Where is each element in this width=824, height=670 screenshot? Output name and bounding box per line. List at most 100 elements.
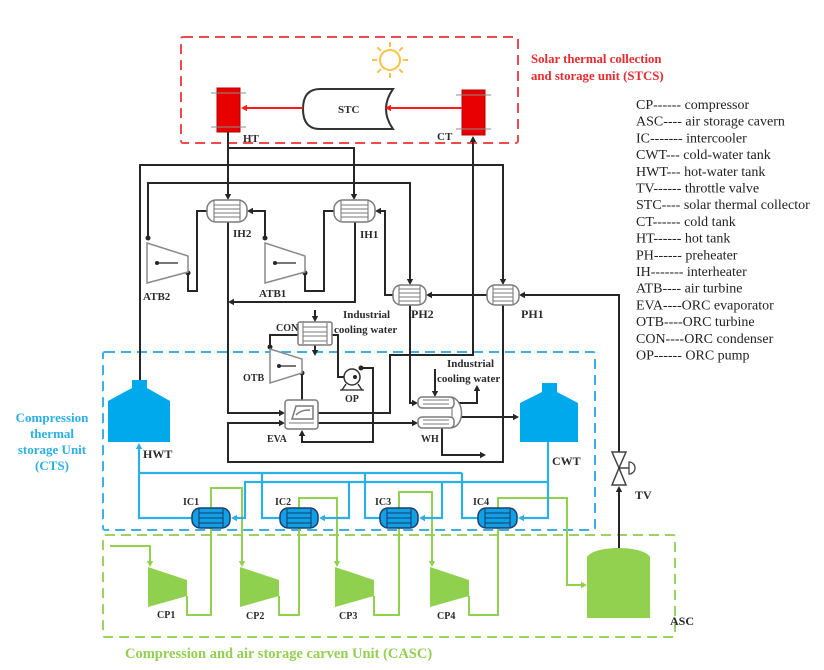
air-storage-cavern: [587, 548, 650, 618]
pipe-cold-water-supply: [235, 480, 548, 520]
legend-item: CT------ cold tank: [636, 215, 736, 230]
arrowhead: [279, 409, 285, 417]
hot-tank-label: HT: [243, 133, 260, 145]
ph1-label: PH1: [521, 307, 544, 321]
compressor-cp4: [430, 567, 469, 607]
pipe-ic2-inlet: [323, 482, 351, 520]
compressor-cp3: [335, 567, 374, 607]
pipe-ht-to-ih1: [228, 147, 355, 196]
op-label: OP: [345, 394, 359, 405]
arrowhead: [350, 194, 358, 200]
arrowhead: [615, 486, 623, 492]
air-turbine-atb1: [264, 241, 306, 284]
atb1-label: ATB1: [259, 288, 286, 300]
legend: CP------ compressor ASC---- air storage …: [636, 98, 810, 364]
arrowhead: [581, 581, 587, 589]
orc-evaporator-eva: [284, 399, 319, 430]
compressor-cp2: [240, 567, 279, 607]
pipe-atb1-outlet-to-ih1: [304, 210, 334, 292]
pipe-ih2-to-atb1: [251, 210, 266, 238]
otb-label: OTB: [243, 373, 264, 384]
arrowhead: [385, 104, 391, 112]
stcs-zone-boundary: [180, 36, 519, 144]
arrowhead: [499, 279, 507, 285]
junction-dot: [358, 365, 364, 371]
pipe-atb2-outlet-to-ih2: [187, 210, 207, 292]
asc-label: ASC: [670, 614, 694, 628]
ph2-label: PH2: [411, 307, 434, 321]
arrowhead: [298, 430, 306, 436]
pipe-ih1-outlet: [232, 222, 356, 303]
junction-dot: [267, 344, 273, 350]
junction-dot: [145, 235, 151, 241]
arrowhead: [480, 451, 486, 459]
legend-item: OP------ ORC pump: [636, 349, 750, 364]
pipe-ph2-to-ih1: [379, 210, 393, 296]
legend-item: CP------ compressor: [636, 98, 749, 113]
arrowhead: [146, 561, 154, 567]
legend-item: CWT--- cold-water tank: [636, 148, 771, 163]
legend-item: ATB---- air turbine: [636, 282, 743, 297]
intercooler-ic2: [279, 507, 319, 529]
pipe-ic2-outlet: [260, 473, 280, 520]
legend-item: CON----ORC condenser: [636, 332, 774, 347]
arrowhead: [431, 391, 439, 397]
cp2-label: CP2: [246, 611, 264, 622]
con-label: CON: [276, 323, 299, 334]
pipe-air-inlet-cp1: [110, 545, 151, 563]
arrowhead: [412, 399, 418, 407]
ic1-label: IC1: [183, 497, 199, 508]
cts-title-line4: (CTS): [35, 458, 69, 473]
pipe-con-to-otb: [269, 334, 298, 346]
legend-item: PH------ preheater: [636, 248, 738, 263]
preheater-ph1: [486, 284, 520, 306]
con-cooling-water-label-line1: Industrial: [343, 309, 390, 321]
con-cooling-water-label-line2: cooling water: [334, 324, 397, 336]
pipe-ih2-outlet-to-eva: [227, 222, 281, 414]
arrowhead: [311, 350, 319, 356]
atb2-label: ATB2: [143, 291, 171, 303]
pipe-tv-to-ph1: [523, 294, 620, 452]
hot-water-tank: [108, 380, 170, 442]
preheater-ph2: [392, 284, 427, 306]
tv-label: TV: [635, 488, 652, 502]
intercooler-ic4: [477, 507, 518, 529]
compressor-cp1: [148, 567, 187, 607]
orc-pump-op: [340, 368, 364, 391]
ic3-label: IC3: [375, 497, 391, 508]
pipe-ic4-outlet: [460, 473, 478, 520]
pipe-cp3-ic3-cp4: [373, 491, 433, 616]
arrowhead: [319, 514, 325, 522]
arrowhead: [406, 279, 414, 285]
cold-tank: [456, 89, 491, 136]
pipe-op-to-eva: [301, 367, 374, 443]
pipe-cp2-ic2-cp3: [278, 497, 338, 616]
cp1-label: CP1: [157, 610, 175, 621]
throttle-valve: [610, 451, 636, 486]
arrowhead: [469, 136, 477, 142]
intercooler-ic1: [191, 507, 231, 529]
ic2-label: IC2: [275, 497, 291, 508]
pipe-ph1-outlet-to-eva: [227, 305, 504, 463]
cold-tank-label: CT: [437, 131, 453, 143]
air-turbine-atb2: [146, 241, 189, 284]
pipe-ic1-to-hwt: [137, 447, 192, 520]
arrowhead: [375, 207, 381, 215]
stc-label: STC: [338, 104, 359, 116]
eva-label: EVA: [267, 434, 288, 445]
arrowhead: [333, 561, 341, 567]
wh-cooling-water-label-line2: cooling water: [437, 373, 500, 385]
pipe-atb2-to-ph2: [147, 182, 411, 281]
pipe-hwt-to-ph1: [139, 164, 504, 381]
legend-item: EVA----ORC evaporator: [636, 298, 774, 313]
intercooler-ic3: [379, 507, 419, 529]
legend-item: HT------ hot tank: [636, 232, 730, 247]
arrowhead: [412, 419, 418, 427]
arrowhead: [419, 514, 425, 522]
pipe-con-to-op: [332, 334, 344, 378]
cwt-label: CWT: [552, 454, 581, 468]
arrowhead: [228, 298, 234, 306]
cp4-label: CP4: [437, 611, 455, 622]
legend-item: STC---- solar thermal collector: [636, 198, 810, 213]
